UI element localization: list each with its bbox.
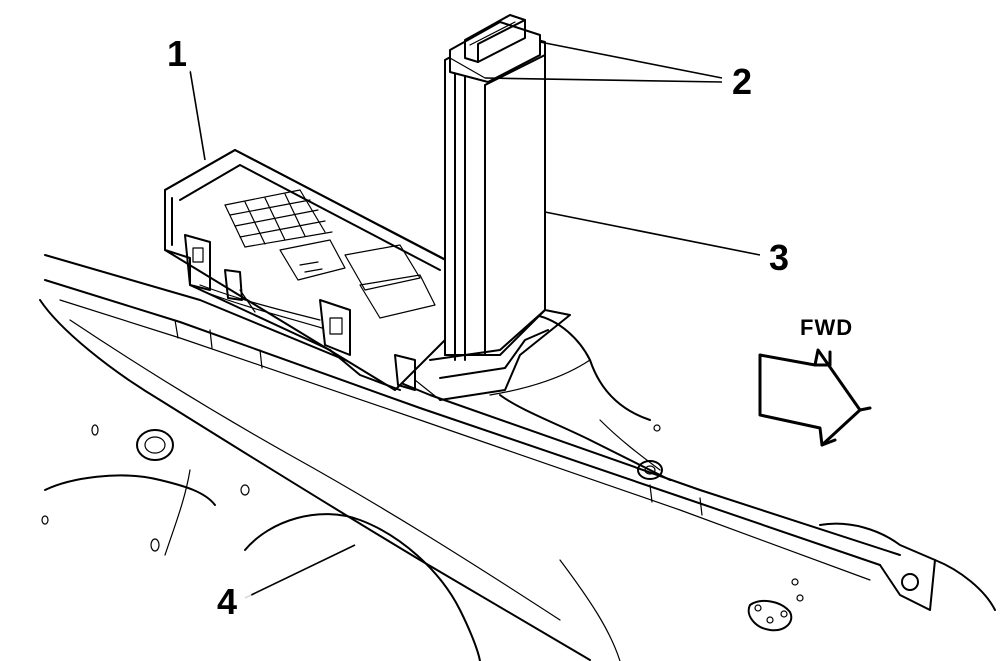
callout-2: 2 [723,58,767,102]
leader-1 [189,69,206,161]
callout-1-number: 1 [167,33,187,74]
callout-3-number: 3 [769,237,789,278]
forward-arrow: FWD [758,315,872,447]
fwd-label: FWD [800,315,853,340]
floor-rail-assembly [39,254,996,661]
fuse-relay-box [164,149,456,391]
fuse-grid [224,189,333,248]
leader-4 [244,544,356,599]
support-bracket [489,314,671,481]
callout-4-number: 4 [217,581,237,622]
callout-1: 1 [158,30,202,74]
leader-2a [539,41,723,79]
callout-4: 4 [208,578,252,622]
leader-2b [484,77,723,83]
leader-3 [544,211,761,256]
callout-2-number: 2 [732,61,752,102]
callout-3: 3 [760,234,804,278]
leader-lines [189,41,761,599]
vertical-module [414,14,571,401]
